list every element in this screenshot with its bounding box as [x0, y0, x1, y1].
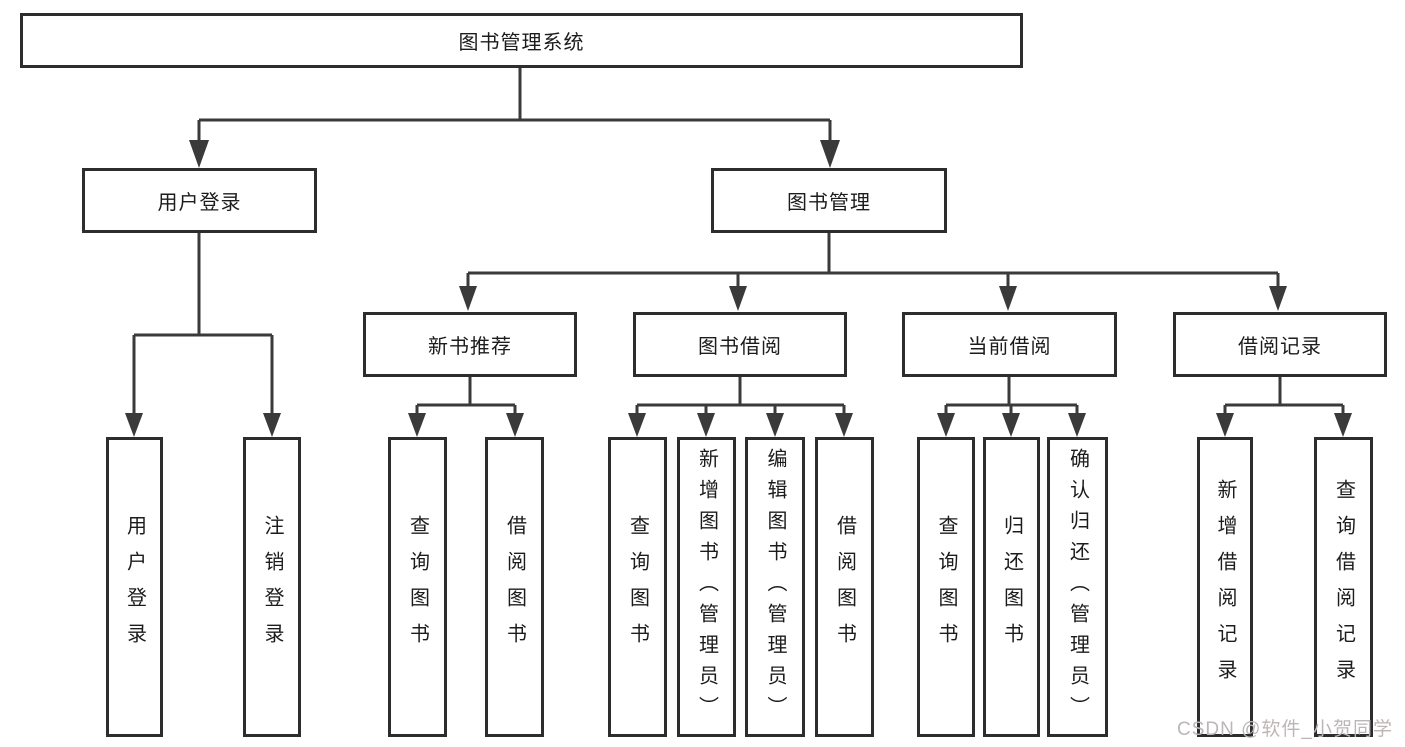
node-current-borrow: 当前借阅 — [902, 312, 1117, 377]
leaf-confirm-return-admin: 确认归还（管理员） — [1047, 437, 1108, 737]
leaf-query-books-borrow: 查询图书 — [608, 437, 667, 737]
leaf-add-book-admin: 新增图书（管理员） — [677, 437, 736, 737]
leaf-query-books-newrec: 查询图书 — [388, 437, 447, 737]
leaf-add-borrow-record: 新增借阅记录 — [1197, 437, 1253, 737]
leaf-user-login: 用户登录 — [106, 437, 163, 737]
connector-paths — [132, 68, 1345, 418]
leaf-borrow-books-borrow: 借阅图书 — [815, 437, 874, 737]
leaf-query-books-current: 查询图书 — [917, 437, 975, 737]
leaf-edit-book-admin: 编辑图书（管理员） — [745, 437, 805, 737]
node-book-borrow: 图书借阅 — [633, 312, 847, 377]
leaf-borrow-books-newrec: 借阅图书 — [485, 437, 544, 737]
arrowheads — [125, 140, 1352, 437]
node-new-book-recommend: 新书推荐 — [363, 312, 577, 377]
leaf-query-borrow-record: 查询借阅记录 — [1314, 437, 1373, 737]
leaf-logout-login: 注销登录 — [243, 437, 301, 737]
node-borrow-records: 借阅记录 — [1173, 312, 1387, 377]
leaf-return-book: 归还图书 — [983, 437, 1040, 737]
node-user-login: 用户登录 — [82, 168, 317, 233]
node-book-management: 图书管理 — [711, 168, 947, 233]
node-root: 图书管理系统 — [20, 13, 1023, 68]
csdn-watermark: CSDN @软件_小贺同学 — [1177, 719, 1393, 740]
